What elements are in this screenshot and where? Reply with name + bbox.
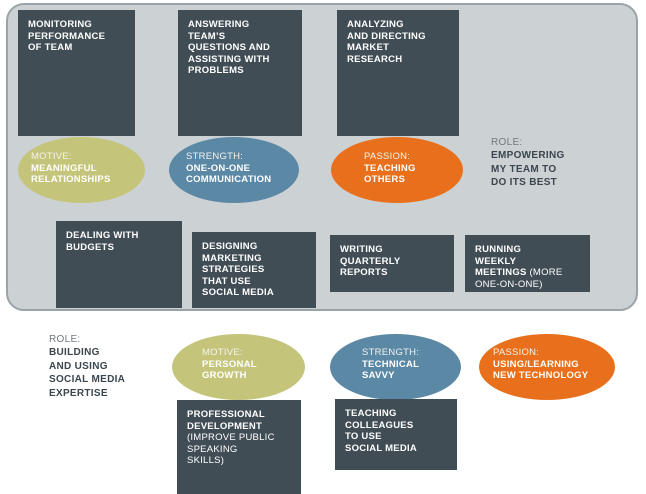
task-line: DEALING WITH <box>66 230 139 241</box>
task-box-teaching-colleagues[interactable]: TEACHING COLLEAGUES TO USE SOCIAL MEDIA <box>335 399 457 470</box>
task-line: TEACHING <box>345 408 397 419</box>
ellipse-line: COMMUNICATION <box>186 174 272 186</box>
task-box-writing-reports[interactable]: WRITING QUARTERLY REPORTS <box>330 235 454 292</box>
task-line: TEAM’S <box>188 30 226 42</box>
ellipse-kicker: PASSION: <box>493 347 540 358</box>
ellipse-line: ONE-ON-ONE <box>186 162 251 174</box>
task-box-professional-development[interactable]: PROFESSIONAL DEVELOPMENT (IMPROVE PUBLIC… <box>177 400 301 494</box>
task-line-light: (MORE <box>526 267 563 279</box>
ellipse-motive-current[interactable]: MOTIVE: MEANINGFUL RELATIONSHIPS <box>18 137 145 203</box>
ellipse-strength-target[interactable]: STRENGTH: TECHNICAL SAVVY <box>330 334 461 400</box>
task-line: ANALYZING <box>347 19 404 30</box>
role-line: EXPERTISE <box>49 387 108 399</box>
task-line: TO USE <box>345 431 382 443</box>
task-line: DEVELOPMENT <box>187 420 263 432</box>
ellipse-line: OTHERS <box>364 174 406 186</box>
task-box-running-meetings[interactable]: RUNNING WEEKLY MEETINGS (MORE ONE-ON-ONE… <box>465 235 590 292</box>
task-line: RESEARCH <box>347 53 403 65</box>
task-line: DESIGNING <box>202 241 258 252</box>
task-box-answering-questions[interactable]: ANSWERING TEAM’S QUESTIONS AND ASSISTING… <box>178 10 302 136</box>
task-box-dealing-budgets[interactable]: DEALING WITH BUDGETS <box>56 221 182 308</box>
ellipse-passion-target[interactable]: PASSION: USING/LEARNING NEW TECHNOLOGY <box>479 334 615 400</box>
task-line: STRATEGIES <box>202 264 265 276</box>
ellipse-kicker: PASSION: <box>364 151 411 162</box>
role-label-current: ROLE: EMPOWERING MY TEAM TO DO ITS BEST <box>491 136 565 190</box>
role-label-target: ROLE: BUILDING AND USING SOCIAL MEDIA EX… <box>49 333 125 400</box>
task-line: COLLEAGUES <box>345 419 414 431</box>
task-line: WEEKLY <box>475 255 517 267</box>
task-line-light: SPEAKING <box>187 443 238 455</box>
task-box-designing-marketing[interactable]: DESIGNING MARKETING STRATEGIES THAT USE … <box>192 232 316 308</box>
task-line: BUDGETS <box>66 241 115 253</box>
ellipse-line: PERSONAL <box>202 358 257 370</box>
task-line: RUNNING <box>475 244 522 255</box>
role-line: DO ITS BEST <box>491 177 558 189</box>
ellipse-strength-current[interactable]: STRENGTH: ONE-ON-ONE COMMUNICATION <box>169 137 299 203</box>
task-line-light: SKILLS) <box>187 455 225 467</box>
task-line: REPORTS <box>340 267 388 279</box>
task-box-monitoring-performance[interactable]: MONITORING PERFORMANCE OF TEAM <box>18 10 135 136</box>
task-line: SOCIAL MEDIA <box>202 287 274 299</box>
task-box-market-research[interactable]: ANALYZING AND DIRECTING MARKET RESEARCH <box>337 10 459 136</box>
role-line: BUILDING <box>49 347 100 359</box>
task-line: ASSISTING WITH <box>188 53 270 65</box>
role-line: EMPOWERING <box>491 150 565 162</box>
role-line: SOCIAL MEDIA <box>49 374 126 386</box>
task-line: MARKETING <box>202 252 262 264</box>
ellipse-kicker: MOTIVE: <box>31 151 72 162</box>
role-kicker: ROLE: <box>491 137 523 148</box>
ellipse-line: SAVVY <box>362 370 395 382</box>
role-line: AND USING <box>49 360 108 372</box>
ellipse-line: MEANINGFUL <box>31 162 97 174</box>
task-line: QUARTERLY <box>340 255 401 267</box>
ellipse-line: NEW TECHNOLOGY <box>493 370 589 382</box>
ellipse-passion-current[interactable]: PASSION: TEACHING OTHERS <box>331 137 463 203</box>
task-line: ANSWERING <box>188 19 250 30</box>
task-line-light: (IMPROVE PUBLIC <box>187 432 275 444</box>
ellipse-kicker: MOTIVE: <box>202 347 243 358</box>
task-line: PROBLEMS <box>188 65 244 77</box>
ellipse-kicker: STRENGTH: <box>362 347 420 358</box>
ellipse-line: GROWTH <box>202 370 247 382</box>
task-line: AND DIRECTING <box>347 30 426 42</box>
task-line: QUESTIONS AND <box>188 42 271 54</box>
ellipse-line: USING/LEARNING <box>493 358 579 370</box>
task-line: SOCIAL MEDIA <box>345 442 417 454</box>
task-line: THAT USE <box>202 275 251 287</box>
task-line: PERFORMANCE <box>28 30 106 42</box>
role-line: MY TEAM TO <box>491 163 557 175</box>
task-line: MEETINGS (MORE <box>475 267 580 279</box>
ellipse-motive-target[interactable]: MOTIVE: PERSONAL GROWTH <box>172 334 305 400</box>
ellipse-line: TEACHING <box>364 162 416 174</box>
task-line: MARKET <box>347 42 390 54</box>
task-line: MONITORING <box>28 19 93 30</box>
task-line: OF TEAM <box>28 42 73 54</box>
ellipse-line: RELATIONSHIPS <box>31 174 111 186</box>
task-line: PROFESSIONAL <box>187 409 265 420</box>
ellipse-line: TECHNICAL <box>362 358 420 370</box>
ellipse-kicker: STRENGTH: <box>186 151 244 162</box>
task-line-light: ONE-ON-ONE) <box>475 278 543 290</box>
task-line: WRITING <box>340 244 383 255</box>
task-line-bold: MEETINGS <box>475 267 527 279</box>
role-kicker: ROLE: <box>49 334 81 345</box>
